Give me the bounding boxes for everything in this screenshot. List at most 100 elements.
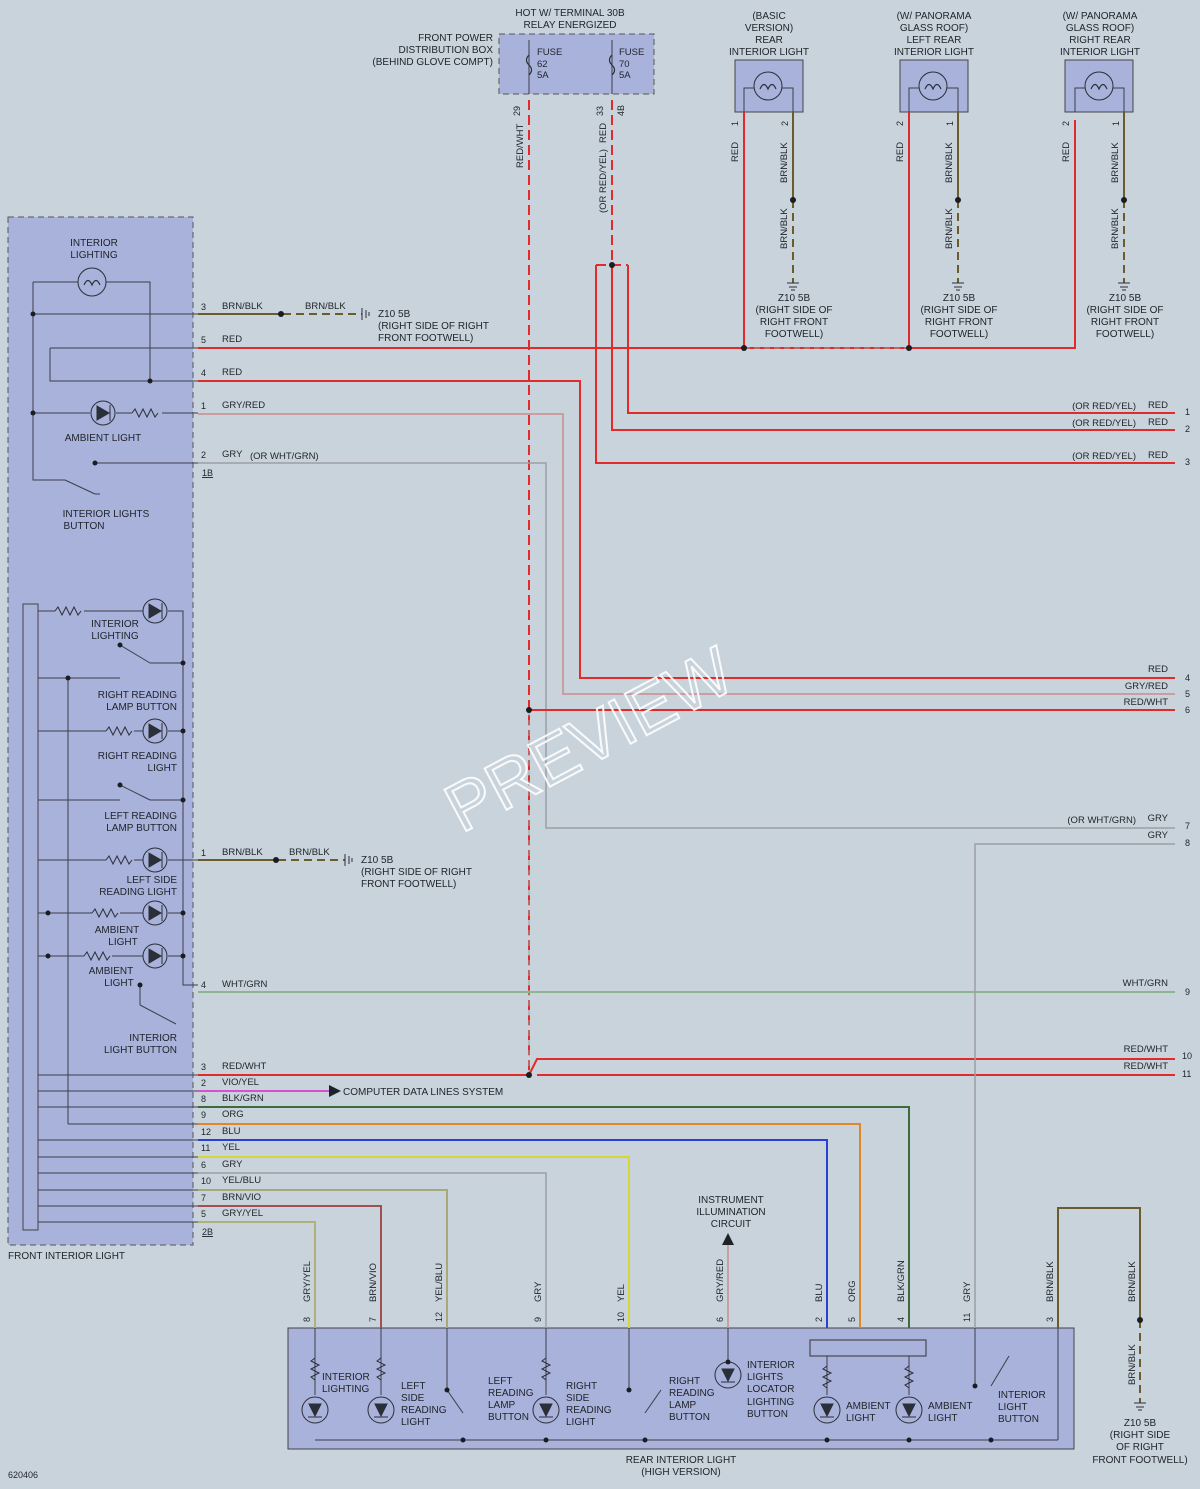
pin-2b-11: 11 — [201, 1143, 210, 1153]
ref-6-num: 6 — [1185, 705, 1190, 715]
rear-left-red-label: RED — [895, 142, 906, 162]
pin-2b-7: 7 — [201, 1193, 206, 1203]
rear-light-basic-title-2: VERSION) — [745, 23, 793, 34]
rear-wire-brn-blk: BRN/BLK — [1045, 1261, 1056, 1302]
rear-locator-5: BUTTON — [747, 1409, 788, 1420]
ref-11-label: RED/WHT — [1124, 1061, 1169, 1072]
rear-interior-button-1: INTERIOR — [998, 1390, 1046, 1401]
rear-light-basic-title-4: INTERIOR LIGHT — [729, 47, 809, 58]
ground-desc-right-3: FOOTWELL) — [1096, 329, 1154, 340]
pin-2b-4: 4 — [201, 980, 206, 990]
fuse-box-name-1: FRONT POWER — [418, 33, 493, 44]
wire-label-red-alt: (OR RED/YEL) — [598, 149, 609, 213]
ref-8-label: GRY — [1148, 830, 1169, 841]
bottom-led-group — [54, 598, 168, 969]
ground-desc-right-1: (RIGHT SIDE OF — [1086, 305, 1163, 316]
rear-right-red-label: RED — [1061, 142, 1072, 162]
front-top-ambient-light: AMBIENT LIGHT — [65, 433, 142, 444]
rear-light-left-title-1: (W/ PANORAMA — [897, 11, 972, 22]
rear-right-side-2: SIDE — [566, 1393, 590, 1404]
rear-left-side-4: LIGHT — [401, 1417, 430, 1428]
ref-2-alt: (OR RED/YEL) — [1072, 418, 1136, 429]
rear-interior-light-title-2: (HIGH VERSION) — [641, 1467, 720, 1478]
front-bottom-interior-lighting-1: INTERIOR — [91, 619, 139, 630]
wire-1b-2-alt: (OR WHT/GRN) — [250, 451, 319, 462]
wire-2b-1-label: BRN/BLK — [222, 847, 263, 858]
rear-pin-3: 3 — [1045, 1317, 1055, 1322]
pin-2b-12: 12 — [201, 1127, 211, 1137]
rear-pin-12: 12 — [434, 1312, 444, 1322]
wire-1b-2-gry — [198, 462, 1175, 829]
front-interior-light-button-2: LIGHT BUTTON — [104, 1045, 177, 1056]
diagram-id: 620406 — [8, 1470, 38, 1480]
rear-wire-gry-2: GRY — [962, 1281, 973, 1302]
instrument-label-3: CIRCUIT — [711, 1219, 752, 1230]
ref-10-label: RED/WHT — [1124, 1044, 1169, 1055]
rear-light-basic-title-1: (BASIC — [752, 11, 785, 22]
front-right-reading-light-2: LIGHT — [148, 763, 177, 774]
fuse-pin-4b: 4B — [616, 105, 626, 116]
rear-ground-wire-1: BRN/BLK — [1127, 1261, 1138, 1302]
ref-5-label: GRY/RED — [1125, 681, 1168, 692]
ref-4-num: 4 — [1185, 673, 1190, 683]
rear-left-brn-label-1: BRN/BLK — [944, 142, 955, 183]
rear-left-button-3: LAMP — [488, 1400, 516, 1411]
ref-11-num: 11 — [1182, 1069, 1191, 1079]
rear-light-left-title-2: GLASS ROOF) — [900, 23, 968, 34]
ground-label-left: Z10 5B — [943, 293, 976, 304]
label-layer: HOT W/ TERMINAL 30B RELAY ENERGIZED FRON… — [8, 8, 1192, 1480]
rear-left-side-1: LEFT — [401, 1381, 425, 1392]
wire-2b-8-label: BLK/GRN — [222, 1093, 264, 1104]
rear-light-right-title-1: (W/ PANORAMA — [1063, 11, 1138, 22]
ground-label-1b: Z10 5B — [378, 309, 411, 320]
front-top-button-1: INTERIOR LIGHTS — [63, 509, 150, 520]
front-ambient-2-1: AMBIENT — [89, 966, 133, 977]
ground-desc-1b-2: FRONT FOOTWELL) — [378, 333, 473, 344]
front-left-side-reading-light-2: READING LIGHT — [99, 887, 177, 898]
ground-desc-1b-1: (RIGHT SIDE OF RIGHT — [378, 321, 489, 332]
rear-wire-org: ORG — [847, 1280, 858, 1302]
front-left-reading-button-2: LAMP BUTTON — [106, 823, 177, 834]
fuse-box-header-2: RELAY ENERGIZED — [524, 20, 617, 31]
front-interior-light-inner-bar — [22, 603, 39, 1231]
ground-desc-rear-1: (RIGHT SIDE — [1110, 1430, 1171, 1441]
front-interior-light-title: FRONT INTERIOR LIGHT — [8, 1251, 125, 1262]
instrument-label-1: INSTRUMENT — [698, 1195, 764, 1206]
ground-label-rear: Z10 5B — [1124, 1418, 1157, 1429]
rear-pin-11: 11 — [962, 1313, 972, 1322]
ground-desc-left-3: FOOTWELL) — [930, 329, 988, 340]
pin-1b-4: 4 — [201, 368, 206, 378]
ref-9-num: 9 — [1185, 987, 1190, 997]
fuse-box-module — [498, 33, 655, 95]
rear-left-button-1: LEFT — [488, 1376, 512, 1387]
rear-left-side-3: READING — [401, 1405, 447, 1416]
ground-label-right: Z10 5B — [1109, 293, 1142, 304]
ground-label-basic: Z10 5B — [778, 293, 811, 304]
rear-interior-button-3: BUTTON — [998, 1414, 1039, 1425]
fuse-box-header-1: HOT W/ TERMINAL 30B — [515, 8, 625, 19]
connector-1b-label: 1B — [202, 468, 213, 478]
ground-desc-left-1: (RIGHT SIDE OF — [920, 305, 997, 316]
wire-2b-6-label: GRY — [222, 1159, 243, 1170]
rear-locator-3: LOCATOR — [747, 1384, 794, 1395]
rear-wire-gry-yel: GRY/YEL — [302, 1261, 313, 1302]
rear-basic-red-label: RED — [730, 142, 741, 162]
ground-icon — [344, 854, 353, 866]
rear-interior-button-2: LIGHT — [998, 1402, 1027, 1413]
front-top-interior-lighting-1: INTERIOR — [70, 238, 118, 249]
rear-wire-blu: BLU — [814, 1283, 825, 1302]
bulb-icon — [918, 71, 948, 101]
pin-1b-5: 5 — [201, 335, 206, 345]
ref-7-num: 7 — [1185, 821, 1190, 831]
pin-2b-3: 3 — [201, 1062, 206, 1072]
ground-desc-basic-3: FOOTWELL) — [765, 329, 823, 340]
rear-ambient-2-2: LIGHT — [928, 1413, 957, 1424]
ref-7-label: GRY — [1148, 813, 1169, 824]
rear-right-side-1: RIGHT — [566, 1381, 597, 1392]
rear-pin-8: 8 — [302, 1317, 312, 1322]
wire-2b-11-label: YEL — [222, 1142, 240, 1153]
front-right-reading-light-1: RIGHT READING — [98, 751, 177, 762]
front-left-reading-button-1: LEFT READING — [104, 811, 177, 822]
rear-wire-yel-blu: YEL/BLU — [434, 1263, 445, 1302]
rear-light-right-title-4: INTERIOR LIGHT — [1060, 47, 1140, 58]
